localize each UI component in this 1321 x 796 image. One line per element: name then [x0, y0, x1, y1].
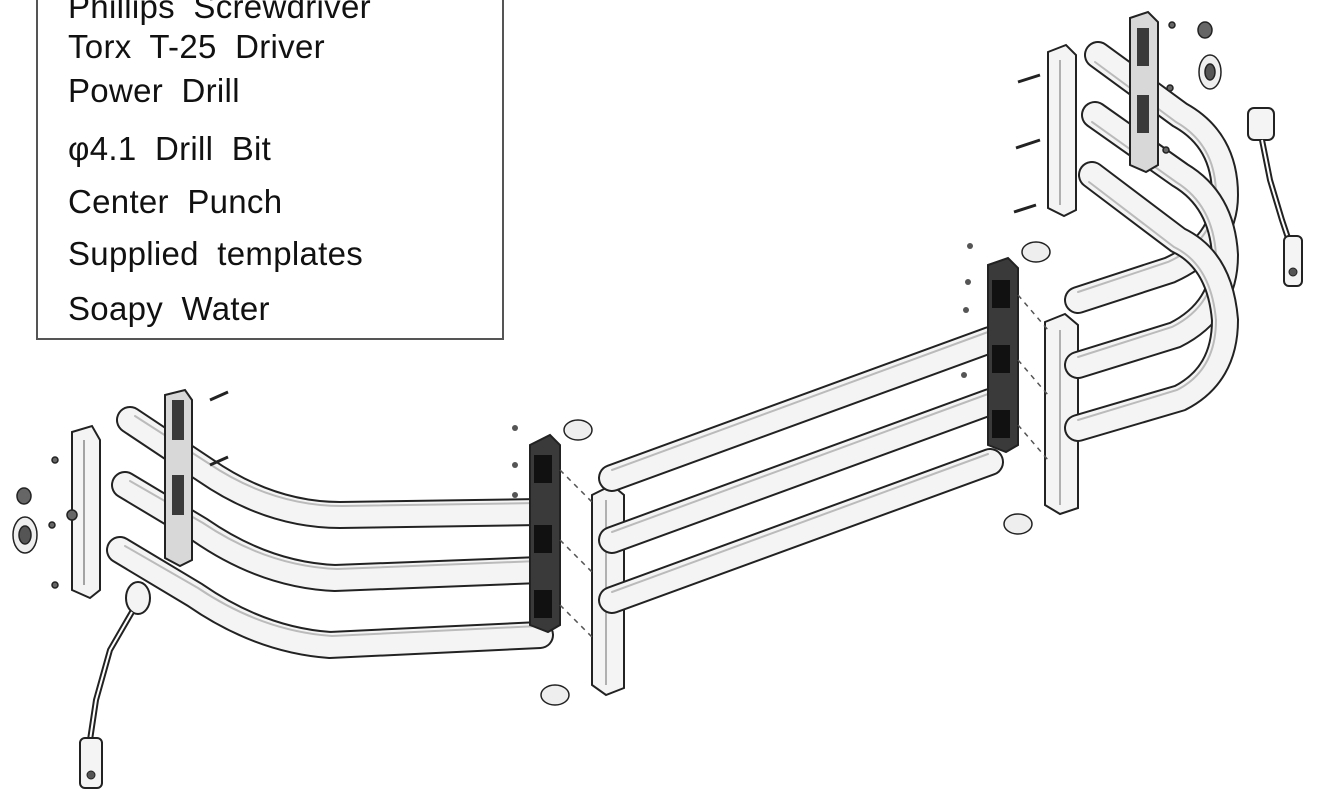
left-end-plate-inner — [164, 388, 193, 568]
tool-phillips-screwdriver: Phillips Screwdriver — [68, 0, 371, 25]
right-center-screws — [961, 243, 973, 378]
right-center-bracket — [987, 256, 1019, 454]
right-center-plate — [1044, 312, 1079, 516]
tool-torx-driver: Torx T-25 Driver — [68, 28, 325, 65]
center-straight-rails — [598, 326, 1004, 614]
right-curved-rails — [1064, 41, 1240, 442]
center-rail-top — [598, 326, 1004, 492]
left-center-dashes — [559, 469, 596, 641]
right-center-caps — [1003, 241, 1051, 535]
tool-center-punch: Center Punch — [68, 183, 283, 220]
left-rail-middle — [111, 471, 554, 593]
right-end-plate-inner — [1047, 43, 1077, 218]
right-rail-bottom — [1064, 161, 1240, 442]
left-end-plate-outer — [71, 424, 101, 600]
left-hardware — [12, 390, 229, 589]
left-rail-top — [116, 406, 554, 530]
tool-drill-bit: φ4.1 Drill Bit — [68, 130, 272, 167]
center-rail-bottom — [598, 448, 1004, 614]
left-rail-bottom — [106, 536, 554, 660]
right-tie-down-strap — [1247, 107, 1303, 287]
left-center-bracket — [529, 433, 561, 634]
left-center-caps — [540, 419, 593, 706]
left-center-screws — [512, 425, 518, 498]
right-hardware — [1013, 21, 1222, 214]
right-end-plate-outer — [1129, 10, 1159, 174]
right-center-dashes — [1017, 294, 1049, 461]
center-rail-middle — [598, 388, 1004, 554]
required-tools-box: Phillips Screwdriver Torx T-25 Driver Po… — [36, 0, 504, 340]
tool-supplied-templates: Supplied templates — [68, 235, 364, 272]
left-curved-rails — [106, 406, 554, 660]
left-tie-down-strap — [79, 581, 151, 789]
tool-soapy-water: Soapy Water — [68, 290, 270, 327]
tool-power-drill: Power Drill — [68, 72, 240, 109]
